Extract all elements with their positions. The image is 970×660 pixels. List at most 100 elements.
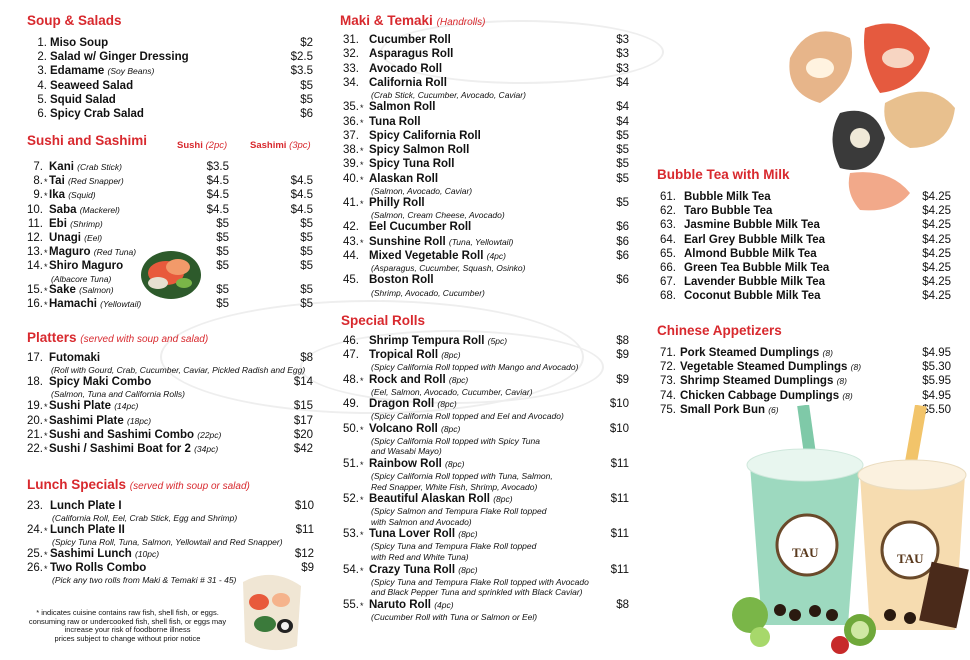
item-price: $15 [293,400,313,413]
raw-indicator-icon: * [360,146,364,157]
menu-item: 17.Futomaki$8 [0,352,970,365]
item-name-text: Shrimp Steamed Dumplings [680,375,834,388]
item-name: Philly Roll [369,197,425,210]
item-number: 61. [660,191,676,203]
item-name-text: Rainbow Roll [369,458,442,470]
item-name-text: Sushi and Sashimi Combo [49,428,195,441]
sashimi-price: $5 [300,217,313,230]
item-name-text: Small Pork Bun [680,403,765,416]
item-note: (8pc) [445,459,465,469]
item-description: (Spicy Tuna and Tempura Flake Roll toppe… [371,541,537,552]
item-name-text: Lavender Bubble Milk Tea [684,276,826,289]
item-name: Shrimp Steamed Dumplings (8) [680,375,847,388]
item-price: $5 [300,79,313,92]
item-name-text: Seaweed Salad [50,79,134,92]
menu-item: 67.Lavender Bubble Milk Tea$4.25 [0,276,970,289]
menu-item: 6.Spicy Crab Salad$6 [0,108,970,121]
item-description: (Crab Stick, Cucumber, Avocado, Caviar) [371,90,526,101]
item-price: $6 [616,274,629,287]
item-price: $4.25 [922,205,951,218]
item-number: 44. [343,249,359,262]
item-number: 25. [27,548,43,560]
sushi-price: $5 [216,246,229,259]
item-note: (22pc) [197,429,222,440]
item-note: (8pc) [448,374,469,385]
item-number: 52. [343,493,359,506]
item-description: (Spicy Tuna and Tempura Flake Roll toppe… [371,576,589,587]
sushi-price: $5 [216,297,229,310]
item-name-text: Tropical Roll [369,349,439,361]
item-number: 40. [343,172,359,185]
menu-item: 3.Edamame (Soy Beans)$3.5 [0,65,970,78]
item-name: Naruto Roll (4pc) [369,599,454,612]
item-number: 66. [660,262,676,274]
raw-indicator-icon: * [360,174,364,185]
item-number: 49. [343,398,359,411]
item-description: with Salmon and Avocado) [371,516,472,527]
item-price: $3 [616,62,629,75]
raw-indicator-icon: * [360,424,364,435]
item-name-text: Eel Cucumber Roll [369,221,472,234]
item-name-text: Philly Roll [369,197,425,209]
item-name-text: Salmon Roll [369,101,436,114]
raw-indicator-icon: * [44,177,48,188]
item-note: (8pc) [441,350,461,360]
item-name: Mixed Vegetable Roll (4pc) [369,250,506,263]
item-name: Squid Salad [50,94,116,107]
raw-indicator-icon: * [44,416,48,427]
item-price: $6 [616,249,629,262]
section-title-chinese: Chinese Appetizers [657,323,782,338]
item-name: Volcano Roll (8pc) [369,423,460,436]
item-name: Spicy Tuna Roll [369,158,454,171]
item-price: $8 [616,335,629,347]
menu-item: 40.*Alaskan Roll$5 [0,173,970,186]
item-name-text: Pork Steamed Dumplings [680,347,820,359]
item-price: $4.25 [922,219,951,232]
item-note: (Yellowtail) [100,298,142,309]
sashimi-price: $5 [300,246,313,259]
item-number: 6. [37,108,47,120]
item-name: Sake (Salmon) [49,284,114,297]
item-description: Red Snapper, White Fish, Shrimp, Avocado… [371,481,538,492]
background-swirl [380,20,664,84]
item-note: (6) [768,404,779,415]
menu-item: 47.Tropical Roll (8pc)$9 [0,349,970,362]
item-number: 68. [660,290,676,303]
item-number: 26. [27,562,43,574]
item-number: 65. [660,247,676,260]
item-name-text: Jasmine Bubble Milk Tea [684,219,820,232]
item-price: $14 [293,376,313,389]
item-name: Shrimp Tempura Roll (5pc) [369,335,507,348]
item-number: 35. [343,101,359,114]
raw-indicator-icon: * [360,103,364,114]
item-price: $4 [616,76,629,89]
item-price: $4.25 [922,290,951,303]
item-number: 31. [343,34,359,46]
item-price: $9 [301,562,314,574]
item-note: (8) [822,348,833,358]
item-description: and Black Pepper Tuna and sprinkled with… [371,587,583,598]
item-name-text: Sashimi Lunch [50,548,132,560]
item-number: 54. [343,563,359,576]
item-name: Asparagus Roll [369,48,453,61]
item-description: (Cucumber Roll with Tuna or Salmon or Ee… [371,611,538,622]
item-price: $5.50 [922,403,951,416]
item-name: Jasmine Bubble Milk Tea [684,219,820,232]
menu-item: 43.*Sunshine Roll (Tuna, Yellowtail)$6 [0,236,970,249]
menu-item: 19.*Sushi Plate (14pc)$15 [0,400,970,413]
item-name-text: Salad w/ Ginger Dressing [50,51,189,64]
item-note: (Mackerel) [79,204,120,215]
sushi-column-header: Sushi (2pc) [177,140,228,151]
item-name: Alaskan Roll [369,173,438,186]
menu-item: 64.Earl Grey Bubble Milk Tea$4.25 [0,234,970,247]
item-name: Taro Bubble Tea [684,205,772,218]
item-price: $2 [300,37,313,49]
item-name-text: Alaskan Roll [369,172,439,185]
item-number: 15. [27,283,43,296]
item-name: Chicken Cabbage Dumplings (8) [680,390,853,403]
item-name: Maguro (Red Tuna) [49,246,136,259]
section-title-bubble: Bubble Tea with Milk [657,167,790,182]
menu-item: 25.*Sashimi Lunch (10pc)$12 [0,548,970,561]
item-number: 13. [27,246,43,259]
item-description: (Spicy California Roll topped with Spicy… [371,435,540,446]
